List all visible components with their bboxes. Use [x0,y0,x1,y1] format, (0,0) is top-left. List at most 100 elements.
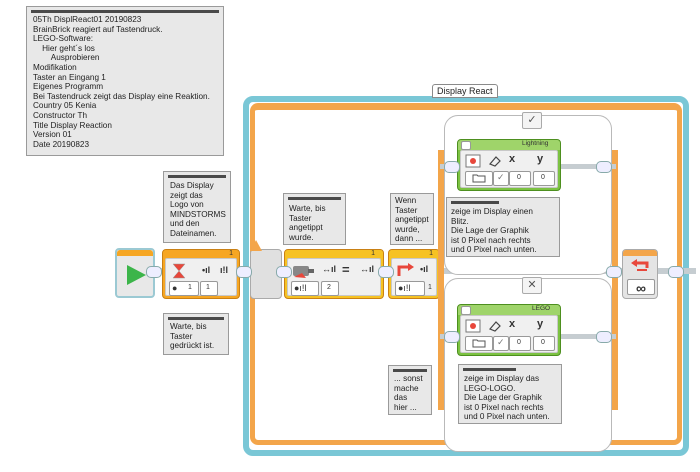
comment-bar [393,369,427,372]
clear-screen-toggle[interactable]: ✓ [493,336,509,351]
comment-display-logo-text: Das Display zeigt das Logo von MINDSTORM… [170,181,226,238]
header-comment-text: 05Th DisplReact01 20190823 BrainBrick re… [33,15,210,149]
wait-bumped-value-input[interactable]: 2 [321,281,339,296]
wait-touch-bumped-block[interactable]: 1 ↔ıl = ↔ıl ●ı!l 2 [284,249,384,299]
wait-block-header [163,250,239,258]
loop-mode-selector[interactable]: ∞ [627,279,655,295]
bump-mode-icon: ↔ıl [322,264,337,274]
wait-block-port: 1 [188,284,192,291]
comment-bar [463,368,516,371]
sequence-plug-switch-out[interactable] [606,266,622,278]
comment-lightning[interactable]: zeige im Display einen Blitz. Die Lage d… [446,197,560,257]
switch-mode-selector[interactable]: ●ı!l [395,281,425,296]
wait-mode-selector[interactable]: 1 ● [169,281,199,296]
sequence-plug-loop-in[interactable] [276,266,292,278]
display-lego-header [458,305,560,315]
state-icon: ↔ıl [360,264,375,274]
display-x-input[interactable]: 0 [509,336,531,351]
infinity-icon: ∞ [636,280,646,296]
sequence-plug-wait-bumped[interactable] [378,266,394,278]
display-y-label: y [537,153,544,165]
display-image-icon [461,306,471,315]
sequence-plug-loop-out[interactable] [668,266,684,278]
start-block-header [117,250,153,256]
switch-bracket-left [438,150,444,410]
display-y-input[interactable]: 0 [533,171,555,186]
comment-if-bumped[interactable]: Wenn Taster angetippt wurde, dann ... [390,193,434,245]
loop-end-header [623,250,657,256]
case-false-tab[interactable]: ✕ [522,277,542,294]
loop-title[interactable]: Display React [432,84,498,98]
wait-block-body: •ıl ı!l 1 ● 1 [165,258,237,296]
comment-lightning-text: zeige im Display einen Blitz. Die Lage d… [451,207,537,255]
display-lego-x: 0 [517,339,521,346]
wait-block-top-number: 1 [229,250,233,257]
loop-icon [631,259,649,271]
comment-wait-pressed-text: Warte, bis Taster gedrückt ist. [170,322,215,351]
display-lego-block[interactable]: LEGO x y ✓ 0 0 [457,304,561,356]
folder-icon [472,339,486,348]
play-icon [127,265,146,285]
sequence-plug-false-out[interactable] [596,331,612,343]
switch-sensor-header [389,250,439,258]
loop-wait-top-number: 1 [371,250,375,257]
display-lightning-header [458,140,560,150]
equals-icon: = [342,262,350,277]
wait-block-value: 1 [206,284,210,291]
eraser-icon [488,156,501,167]
sensor-mode-icon: ●ı!l [398,283,411,293]
display-image-icon [461,141,471,150]
display-x-input[interactable]: 0 [509,171,531,186]
comment-bar [168,175,226,178]
eraser-icon [488,321,501,332]
sequence-plug-false-in[interactable] [444,331,460,343]
port-indicator-icon: ı!l [220,265,228,275]
comment-else[interactable]: ... sonst mache das hier ... [388,365,432,415]
display-x-label: x [509,153,516,165]
comment-bar [31,10,219,13]
switch-sensor-block[interactable]: 1 •ıl ●ı!l 1 [388,249,440,299]
sensor-mode-icon: ● [172,283,178,293]
comment-wait-bumped[interactable]: Warte, bis Taster angetippt wurde. [283,193,346,245]
comment-logo-text: zeige im Display das LEGO-LOGO. Die Lage… [464,374,550,422]
file-open-button[interactable] [465,336,493,351]
comment-bar [168,317,224,320]
sequence-plug-wait[interactable] [236,266,252,278]
display-lightning-block[interactable]: Lightning x y ✓ 0 0 [457,139,561,191]
sequence-plug-true-in[interactable] [444,161,460,173]
touch-sensor-icon: •ıl [202,265,211,275]
comment-display-logo[interactable]: Das Display zeigt das Logo von MINDSTORM… [163,171,231,243]
case-true-tab[interactable]: ✓ [522,112,542,129]
wait-compare-input[interactable]: 1 [200,281,218,296]
wait-bumped-mode-selector[interactable]: ●ı!l [291,281,319,296]
loop-end-block[interactable]: ∞ [622,249,658,299]
wait-touch-pressed-block[interactable]: 1 •ıl ı!l 1 ● 1 [162,249,240,299]
close-icon: ✕ [527,279,537,291]
clear-screen-toggle[interactable]: ✓ [493,171,509,186]
comment-bar [288,197,341,200]
header-comment[interactable]: 05Th DisplReact01 20190823 BrainBrick re… [26,6,224,156]
loop-wait-mode-value: 2 [327,284,331,291]
sequence-plug-true-out[interactable] [596,161,612,173]
display-lightning-body: x y ✓ 0 0 [460,150,558,188]
file-open-button[interactable] [465,171,493,186]
folder-icon [472,174,486,183]
switch-bracket-right [612,150,618,410]
check-icon: ✓ [497,337,505,347]
display-lego-body: x y ✓ 0 0 [460,315,558,353]
sequence-plug-start[interactable] [146,266,162,278]
hourglass-icon [172,263,186,279]
wait-bumped-header [285,250,383,258]
display-lego-y: 0 [541,339,545,346]
switch-port-icon: •ıl [420,264,429,274]
comment-if-bumped-text: Wenn Taster angetippt wurde, dann ... [395,196,429,244]
wait-bumped-body: ↔ıl = ↔ıl ●ı!l 2 [287,258,381,296]
display-lego-image-name[interactable]: LEGO [532,305,551,312]
display-x-label: x [509,318,516,330]
display-y-input[interactable]: 0 [533,336,555,351]
display-screen-icon [465,154,481,168]
comment-wait-pressed[interactable]: Warte, bis Taster gedrückt ist. [163,313,229,355]
comment-wait-bumped-text: Warte, bis Taster angetippt wurde. [289,204,326,242]
comment-logo[interactable]: zeige im Display das LEGO-LOGO. Die Lage… [458,364,562,424]
display-lightning-image-name[interactable]: Lightning [522,140,549,147]
